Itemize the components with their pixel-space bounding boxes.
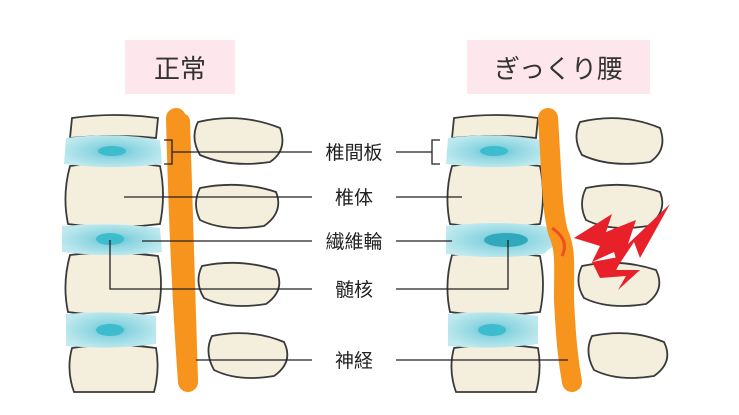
vertebra <box>64 251 162 316</box>
vertebra <box>450 344 541 393</box>
intervertebral-disc <box>448 312 538 348</box>
nerve <box>538 108 582 392</box>
vertebra <box>450 114 539 139</box>
spinous-process <box>193 117 284 165</box>
vertebra <box>68 114 159 139</box>
vertebral-body <box>64 162 164 228</box>
normal-spine <box>62 108 289 393</box>
vertebra <box>446 251 544 316</box>
title-gikkuri: ぎっくり腰 <box>467 40 650 94</box>
pain-icon <box>574 204 670 266</box>
label-nucleus-pulposus: 髄核 <box>335 279 373 301</box>
intervertebral-disc <box>446 135 544 167</box>
spinous-process <box>581 183 664 229</box>
label-nerve: 神経 <box>335 350 373 372</box>
nucleus-pulposus <box>96 233 124 245</box>
leader-lines <box>109 139 568 361</box>
label-vertebral-body: 椎体 <box>335 187 373 209</box>
intervertebral-disc <box>64 135 162 167</box>
vertebra <box>68 344 159 393</box>
gikkuri-spine <box>446 108 670 393</box>
vertebral-body <box>446 162 544 228</box>
spinous-process <box>577 261 661 307</box>
spinous-process <box>575 117 664 165</box>
herniated-disc <box>446 223 560 257</box>
spinous-process <box>197 261 281 307</box>
intervertebral-disc <box>66 312 156 348</box>
label-intervertebral-disc: 椎間板 <box>325 142 382 164</box>
pain-icon <box>592 256 640 290</box>
intervertebral-disc <box>62 224 162 255</box>
spinous-process <box>195 183 280 229</box>
spinous-process <box>207 332 289 379</box>
label-annulus-fibrosus: 繊維輪 <box>325 231 382 253</box>
spinous-process <box>587 332 669 379</box>
title-normal: 正常 <box>125 40 235 94</box>
